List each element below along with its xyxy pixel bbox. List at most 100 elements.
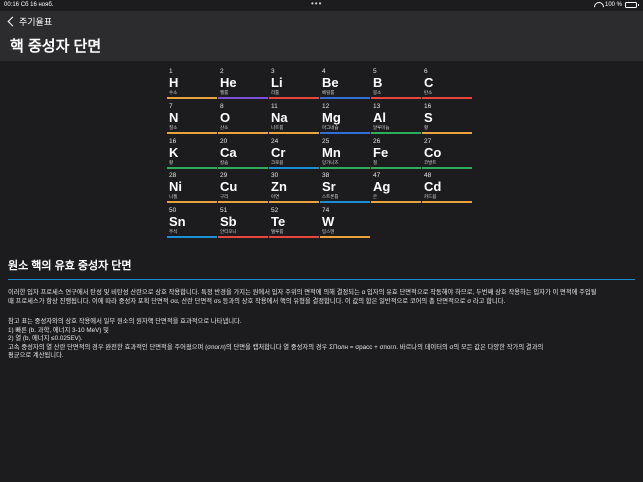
element-name: 크로뮴 bbox=[271, 160, 284, 165]
element-name: 아연 bbox=[271, 194, 280, 199]
element-name: 황 bbox=[424, 125, 429, 130]
description-line: 2) 열 (b, 에너지 ≤0.025EV). bbox=[8, 335, 83, 342]
element-number: 26 bbox=[373, 138, 381, 145]
element-number: 38 bbox=[322, 172, 330, 179]
element-symbol: Mg bbox=[322, 110, 341, 125]
element-symbol: Be bbox=[322, 75, 339, 90]
element-color-bar bbox=[320, 97, 370, 99]
element-name: 붕소 bbox=[373, 90, 382, 95]
element-number: 51 bbox=[220, 207, 228, 214]
element-name: 스트론튬 bbox=[322, 194, 339, 199]
element-name: 알루미늄 bbox=[373, 125, 390, 130]
element-color-bar bbox=[269, 132, 319, 134]
element-color-bar bbox=[269, 167, 319, 169]
section-divider bbox=[8, 279, 635, 280]
element-symbol: N bbox=[169, 110, 179, 125]
element-number: 2 bbox=[220, 68, 224, 75]
element-number: 74 bbox=[322, 207, 330, 214]
element-color-bar bbox=[218, 201, 268, 203]
multitasking-dots-icon[interactable]: ••• bbox=[311, 0, 323, 8]
element-color-bar bbox=[167, 167, 217, 169]
element-name: 베릴륨 bbox=[322, 90, 335, 95]
element-name: 텅스텐 bbox=[322, 229, 335, 234]
element-color-bar bbox=[218, 167, 268, 169]
element-color-bar bbox=[320, 132, 370, 134]
element-symbol: Li bbox=[271, 75, 283, 90]
element-symbol: Sb bbox=[220, 214, 237, 229]
chevron-left-icon bbox=[7, 16, 18, 27]
description-line: 평균으로 계산됩니다. bbox=[8, 352, 64, 359]
element-symbol: Ca bbox=[220, 145, 237, 160]
element-number: 8 bbox=[220, 103, 224, 110]
element-color-bar bbox=[218, 236, 268, 238]
status-right: 100 % bbox=[594, 2, 639, 8]
element-color-bar bbox=[269, 201, 319, 203]
element-color-bar bbox=[371, 97, 421, 99]
element-number: 30 bbox=[271, 172, 279, 179]
element-color-bar bbox=[320, 201, 370, 203]
navigation-bar: 주기율표 핵 중성자 단면 bbox=[0, 11, 643, 61]
element-color-bar bbox=[167, 236, 217, 238]
back-label: 주기율표 bbox=[19, 17, 53, 27]
element-symbol: Cd bbox=[424, 179, 442, 194]
description-line: 1) 빠른 (b. 과학, 에너지 3-10 MeV) 및 bbox=[8, 326, 109, 334]
battery-percent: 100 % bbox=[604, 2, 622, 8]
element-color-bar bbox=[320, 167, 370, 169]
element-color-bar bbox=[422, 132, 472, 134]
element-name: 헬륨 bbox=[220, 90, 229, 95]
element-symbol: Al bbox=[373, 110, 386, 125]
element-name: 황 bbox=[169, 160, 174, 165]
back-button[interactable]: 주기율표 bbox=[6, 15, 52, 28]
element-name: 나트륨 bbox=[271, 125, 284, 130]
element-symbol: Ag bbox=[373, 179, 391, 194]
element-number: 20 bbox=[220, 138, 228, 145]
element-name: 구리 bbox=[220, 194, 229, 199]
description-line: 참고 표는 중성자와의 상호 작용에서 일부 원소의 원자핵 단면적을 효과적으… bbox=[8, 318, 242, 325]
element-name: 칼슘 bbox=[220, 160, 229, 165]
element-number: 28 bbox=[169, 172, 177, 179]
element-number: 11 bbox=[271, 103, 278, 110]
element-color-bar bbox=[218, 132, 268, 134]
description-line: 때 프로세스가 항상 진행됩니다. 이에 따라 중성자 포획 단면적 σα, 산… bbox=[8, 297, 506, 305]
element-number: 27 bbox=[424, 138, 432, 145]
element-name: 철 bbox=[373, 160, 378, 165]
element-symbol: C bbox=[424, 75, 434, 90]
element-symbol: Cu bbox=[220, 179, 238, 194]
element-color-bar bbox=[269, 97, 319, 99]
battery-icon bbox=[625, 2, 639, 8]
element-symbol: S bbox=[424, 110, 433, 125]
element-number: 3 bbox=[271, 68, 275, 75]
element-number: 4 bbox=[322, 68, 326, 75]
element-symbol: Mn bbox=[322, 145, 341, 160]
page-title: 핵 중성자 단면 bbox=[10, 38, 102, 55]
element-color-bar bbox=[167, 97, 217, 99]
